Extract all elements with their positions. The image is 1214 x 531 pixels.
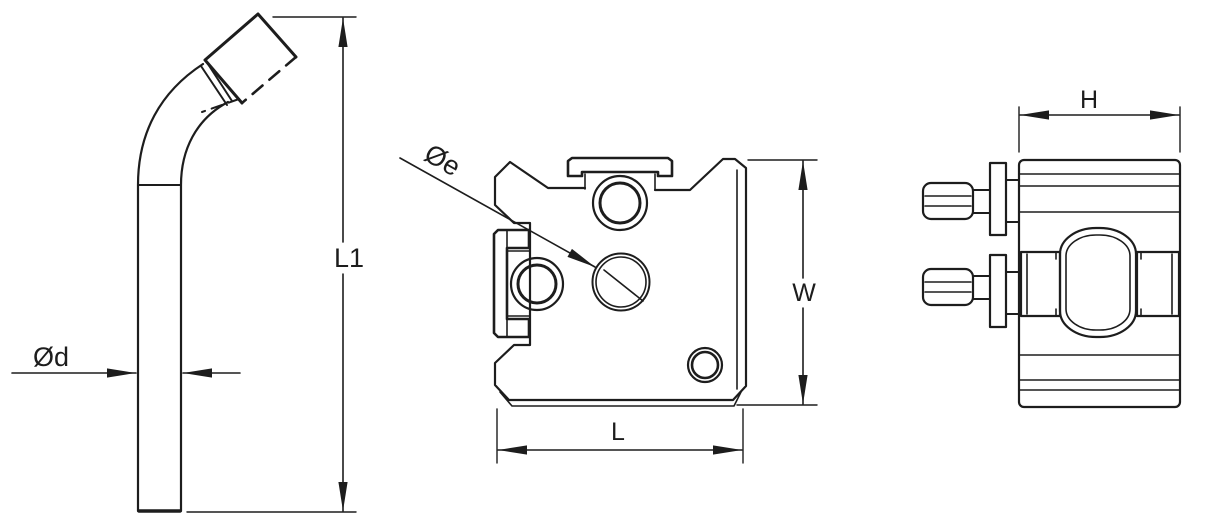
screw-spacer <box>1005 271 1020 315</box>
handle-shank-left-edge <box>136 62 205 513</box>
left-bore-inner <box>516 263 558 305</box>
handle-shank-right-edge <box>179 100 230 513</box>
block-outline <box>493 157 748 402</box>
center-bore-inner <box>595 256 647 308</box>
seat-right <box>1135 250 1181 318</box>
e-bore-chord <box>603 269 644 302</box>
top-bore-inner <box>598 181 642 225</box>
block-front-view <box>492 156 748 407</box>
left-tnut <box>492 228 531 339</box>
top-bore-outer <box>591 174 649 232</box>
top-tnut <box>566 156 674 178</box>
small-bore-inner <box>690 350 720 380</box>
l1-label: L1 <box>334 243 364 273</box>
d-label: Ød <box>33 342 69 372</box>
w-label: W <box>792 279 816 307</box>
block-side-view <box>921 158 1182 409</box>
dimension-l: L <box>496 408 744 464</box>
e-label: Øe <box>419 138 465 182</box>
handle-neck-line-1 <box>200 65 228 106</box>
handle-head-hidden-edge <box>201 98 240 113</box>
dimension-h: H <box>1018 86 1181 153</box>
dimension-l1: L1 <box>186 16 364 513</box>
seat-left <box>1019 250 1062 318</box>
side-body <box>1017 158 1182 409</box>
center-bore-outer <box>591 252 651 312</box>
dimension-d: Ød <box>11 342 241 378</box>
handle-head-broken-edge <box>240 55 298 105</box>
screw-shaft <box>972 275 991 300</box>
e-leader-line <box>399 157 596 268</box>
screw-hex-head <box>921 267 975 307</box>
screw-washer <box>988 253 1008 329</box>
h-label: H <box>1080 86 1098 114</box>
screw-shaft <box>972 189 991 214</box>
block-bottom-strip <box>499 391 742 407</box>
screw-washer <box>988 161 1008 237</box>
handle-head <box>203 12 298 105</box>
handle-side-view <box>136 12 298 513</box>
l-label: L <box>611 418 625 446</box>
small-bore-outer <box>686 346 724 384</box>
dimension-w: W <box>736 159 818 406</box>
left-bore-outer <box>509 256 565 312</box>
clamp-screw-upper <box>921 161 1020 237</box>
screw-hex-head <box>921 181 975 221</box>
clamp-barrel-inner <box>1065 234 1131 331</box>
screw-spacer <box>1005 179 1020 223</box>
clamp-screw-lower <box>921 253 1020 329</box>
